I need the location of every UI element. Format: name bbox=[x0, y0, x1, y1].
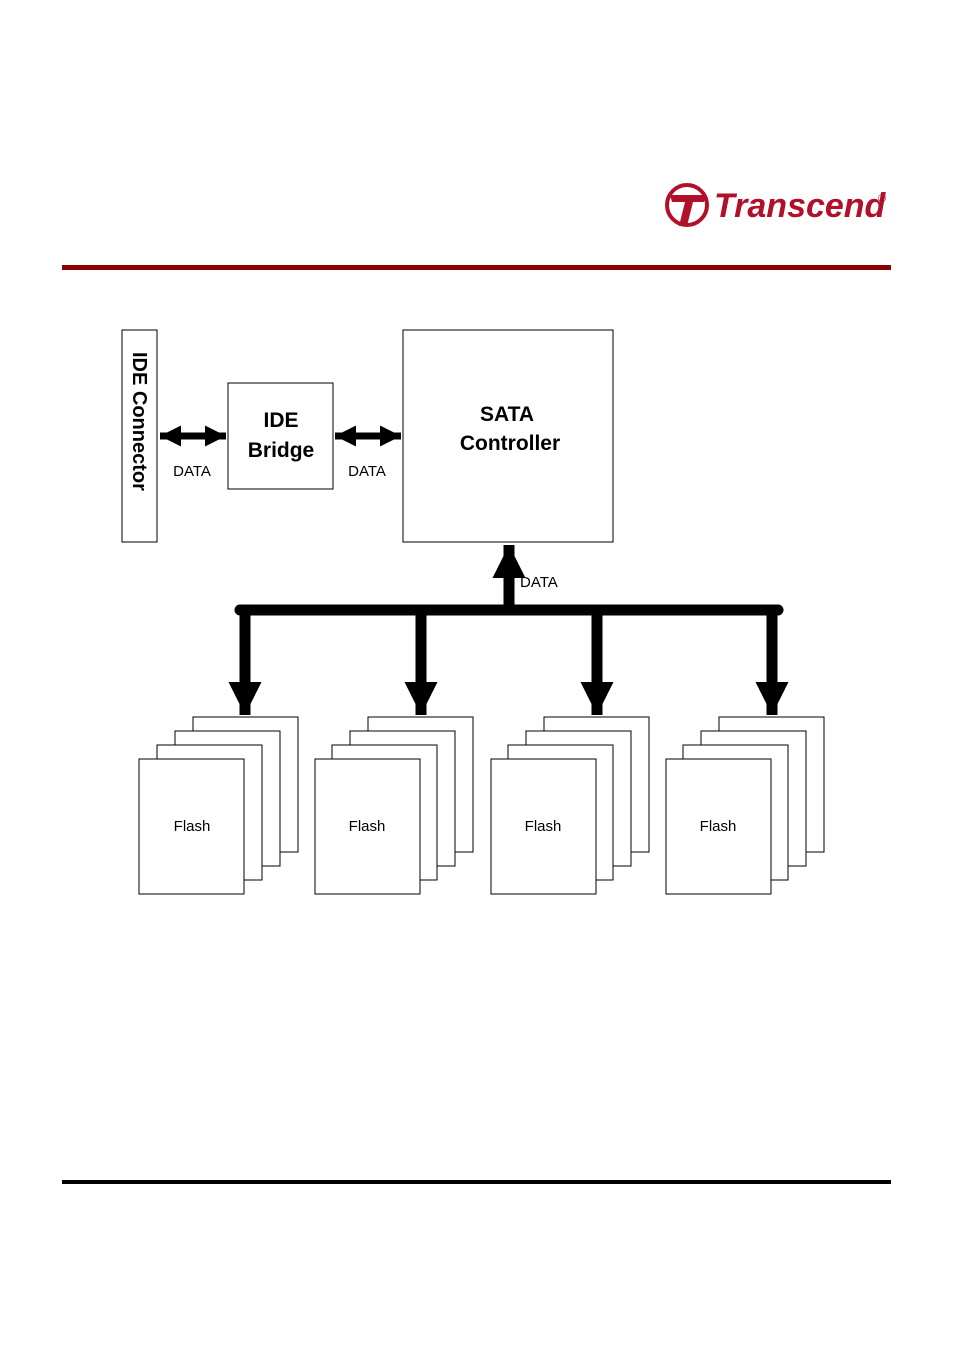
flash-label: Flash bbox=[700, 818, 737, 835]
ide-connector: IDE Connector bbox=[122, 330, 157, 542]
ide-connector-label: IDE Connector bbox=[128, 352, 150, 491]
flash-label: Flash bbox=[525, 818, 562, 835]
flash-label: Flash bbox=[174, 818, 211, 835]
data-label-left: DATA bbox=[173, 463, 211, 480]
sata-controller: SATA Controller bbox=[403, 330, 613, 542]
sata-controller-label-line1: SATA bbox=[480, 403, 534, 426]
flash-stack: Flash bbox=[139, 717, 298, 894]
flash-label: Flash bbox=[349, 818, 386, 835]
flash-stack: Flash bbox=[315, 717, 473, 894]
footer-rule bbox=[62, 1180, 891, 1184]
ide-bridge-label-line2: Bridge bbox=[248, 439, 315, 462]
flash-stack: Flash bbox=[666, 717, 824, 894]
sata-controller-label-line2: Controller bbox=[460, 432, 560, 455]
data-label-bus: DATA bbox=[520, 574, 558, 591]
ide-bridge-box bbox=[228, 383, 333, 489]
data-label-middle: DATA bbox=[348, 463, 386, 480]
ide-bridge: IDE Bridge bbox=[228, 383, 333, 489]
flash-stack: Flash bbox=[491, 717, 649, 894]
ide-bridge-label-line1: IDE bbox=[263, 409, 298, 432]
